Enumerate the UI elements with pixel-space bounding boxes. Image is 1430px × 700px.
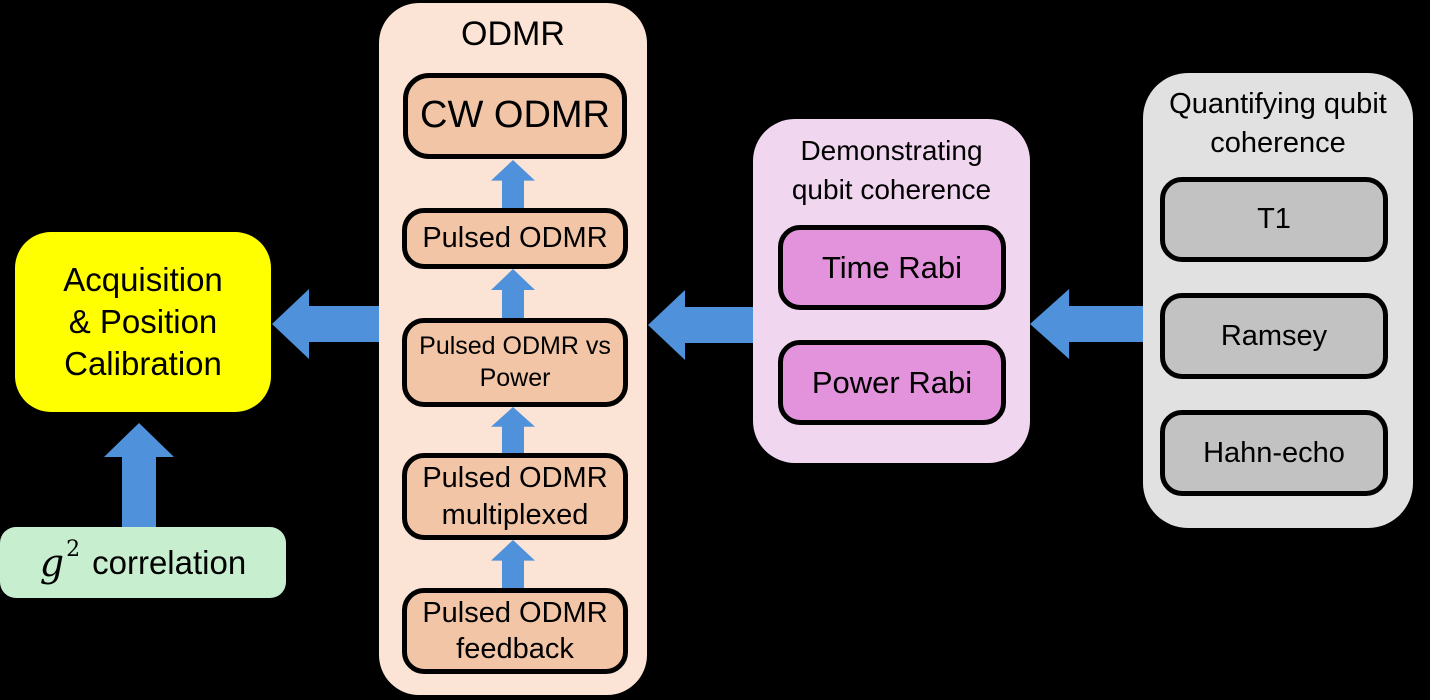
quantifying-coherence-group: Quantifying qubit coherence T1 Ramsey Ha… bbox=[1143, 73, 1413, 528]
arrow-up-multiplexed-to-vspower bbox=[491, 407, 535, 453]
arrow-up-feedback-to-multiplexed bbox=[491, 540, 535, 588]
power-rabi-box: Power Rabi bbox=[778, 340, 1006, 425]
arrow-up-g2-to-acquisition bbox=[104, 423, 174, 527]
g2-label: correlation bbox=[92, 543, 247, 581]
step-pulsed-odmr: Pulsed ODMR bbox=[402, 208, 628, 269]
demonstrating-coherence-group: Demonstrating qubit coherence Time Rabi … bbox=[753, 119, 1030, 463]
step-pulsed-odmr-multiplexed: Pulsed ODMR multiplexed bbox=[402, 453, 628, 540]
arrow-left-demonstrating-to-odmr bbox=[648, 290, 755, 360]
arrow-up-pulsed-to-cw bbox=[491, 160, 535, 208]
hahn-echo-box: Hahn-echo bbox=[1160, 410, 1388, 496]
step-pulsed-odmr-vs-power: Pulsed ODMR vs Power bbox=[402, 318, 628, 407]
arrow-left-odmr-to-acquisition bbox=[272, 289, 379, 359]
odmr-group-title: ODMR bbox=[461, 15, 565, 53]
acquisition-line-2: & Position bbox=[68, 303, 218, 341]
time-rabi-box: Time Rabi bbox=[778, 225, 1006, 310]
demonstrating-group-title: Demonstrating qubit coherence bbox=[791, 135, 992, 206]
t1-box: T1 bbox=[1160, 177, 1388, 262]
acquisition-line-1: Acquisition bbox=[63, 261, 223, 299]
odmr-group: ODMR CW ODMR Pulsed ODMR Pulsed ODMR vs … bbox=[379, 3, 647, 695]
arrow-up-vspower-to-pulsed bbox=[491, 269, 535, 318]
arrow-left-quantifying-to-demonstrating bbox=[1030, 289, 1143, 359]
acquisition-calibration-box: Acquisition & Position Calibration bbox=[15, 232, 271, 412]
acquisition-line-3: Calibration bbox=[64, 344, 222, 382]
step-pulsed-odmr-feedback: Pulsed ODMR feedback bbox=[402, 588, 628, 674]
step-cw-odmr: CW ODMR bbox=[403, 73, 627, 159]
g2-exponent: 2 bbox=[66, 537, 81, 562]
g2-symbol: g bbox=[39, 540, 65, 585]
quantifying-group-title: Quantifying qubit coherence bbox=[1169, 88, 1387, 160]
ramsey-box: Ramsey bbox=[1160, 293, 1388, 379]
